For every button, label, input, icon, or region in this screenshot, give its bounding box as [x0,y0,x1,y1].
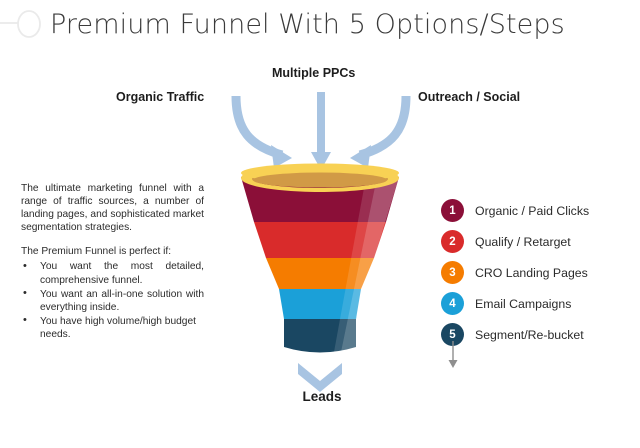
list-item: • You have high volume/high budget needs… [21,314,204,341]
funnel-stage-3 [266,258,374,289]
legend-item-label: Segment/Re-bucket [475,327,584,342]
outflow-arrow [298,363,342,392]
legend-item-4[interactable]: 4 Email Campaigns [441,288,637,319]
decorative-circle-mark [0,10,41,38]
description-block: The ultimate marketing funnel with a ran… [21,182,204,342]
step-badge-3: 3 [441,261,464,284]
bullet-icon: • [23,314,27,327]
legend-item-5[interactable]: 5 Segment/Re-bucket [441,319,637,350]
legend-item-label: Email Campaigns [475,296,572,311]
list-item: • You want the most detailed, comprehens… [21,260,204,286]
funnel-highlight [334,177,399,352]
legend-item-2[interactable]: 2 Qualify / Retarget [441,226,637,257]
step-badge-1: 1 [441,199,464,222]
legend-item-1[interactable]: 1 Organic / Paid Clicks [441,195,637,226]
benefits-intro: The Premium Funnel is perfect if: [21,246,172,258]
list-item-label: You want the most detailed, comprehensiv… [40,261,204,286]
source-label-multiple-ppcs: Multiple PPCs [272,66,356,80]
source-label-organic-traffic: Organic Traffic [116,90,205,104]
bullet-icon: • [23,259,27,272]
funnel-stage-5 [284,319,356,353]
funnel-rim-mouth [253,172,387,188]
funnel-stage-2 [254,222,386,258]
step-badge-2: 2 [441,230,464,253]
legend-item-3[interactable]: 3 CRO Landing Pages [441,257,637,288]
funnel-stage-4 [279,289,361,319]
legend-item-label: Organic / Paid Clicks [475,203,590,218]
list-item-label: You have high volume/high budget needs. [40,315,196,340]
list-item: • You want an all-in-one solution with e… [21,287,204,314]
legend-list: 1 Organic / Paid Clicks 2 Qualify / Reta… [441,195,637,350]
legend-flow-arrow-icon [448,341,458,368]
description-paragraph: The ultimate marketing funnel with a ran… [21,183,204,234]
bullet-icon: • [23,287,27,300]
page-title: Premium Funnel With 5 Options/Steps [50,9,565,40]
legend-item-label: CRO Landing Pages [475,265,588,280]
output-label-leads: Leads [0,389,640,404]
benefits-list: • You want the most detailed, comprehens… [21,260,204,341]
step-badge-4: 4 [441,292,464,315]
step-badge-5: 5 [441,323,464,346]
legend-item-label: Qualify / Retarget [475,234,571,249]
list-item-label: You want an all-in-one solution with eve… [40,288,204,313]
output-label-text: Leads [302,389,342,404]
source-label-outreach-social: Outreach / Social [418,90,521,104]
